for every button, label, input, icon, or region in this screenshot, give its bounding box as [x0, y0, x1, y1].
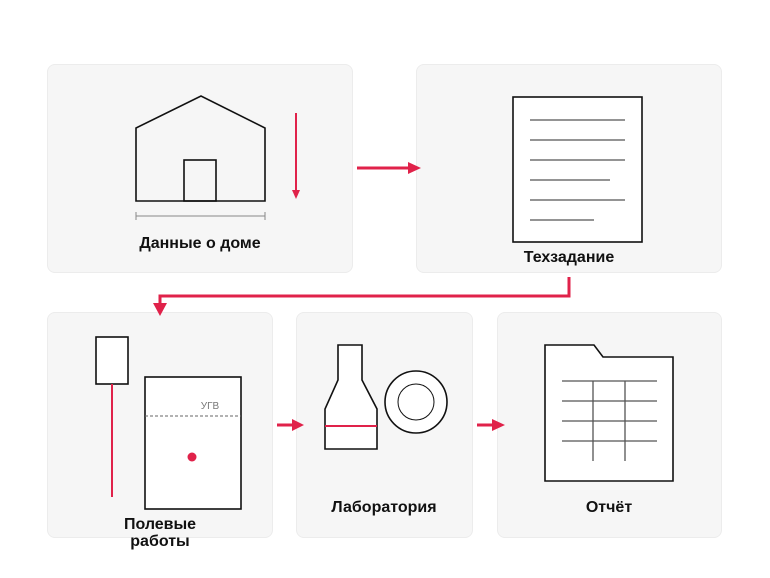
house-depth-arrow-icon — [292, 113, 300, 199]
step-label-field-works-line2: работы — [130, 533, 190, 550]
step-label-field-works-line1: Полевые — [123, 516, 197, 533]
step-label-spec: Техзадание — [523, 249, 615, 266]
report-folder-icon — [544, 344, 674, 482]
petri-dish-icon — [384, 370, 448, 434]
step-card-house-data — [47, 64, 353, 273]
house-icon — [135, 95, 266, 202]
document-icon — [512, 96, 643, 243]
drilling-rig-icon — [95, 336, 129, 497]
step-label-house-data: Данные о доме — [139, 235, 261, 252]
lab-flask-icon — [324, 344, 378, 450]
arrow-lab-to-report — [477, 419, 505, 431]
house-width-dimension-icon — [135, 212, 266, 220]
arrow-house-to-spec — [357, 162, 421, 174]
soil-section-icon — [144, 376, 242, 510]
step-label-report: Отчёт — [585, 499, 633, 516]
arrow-field-to-lab — [277, 419, 304, 431]
groundwater-level-label: УГВ — [200, 401, 220, 412]
step-label-lab: Лаборатория — [331, 499, 437, 516]
arrow-spec-to-field-works — [153, 277, 571, 316]
